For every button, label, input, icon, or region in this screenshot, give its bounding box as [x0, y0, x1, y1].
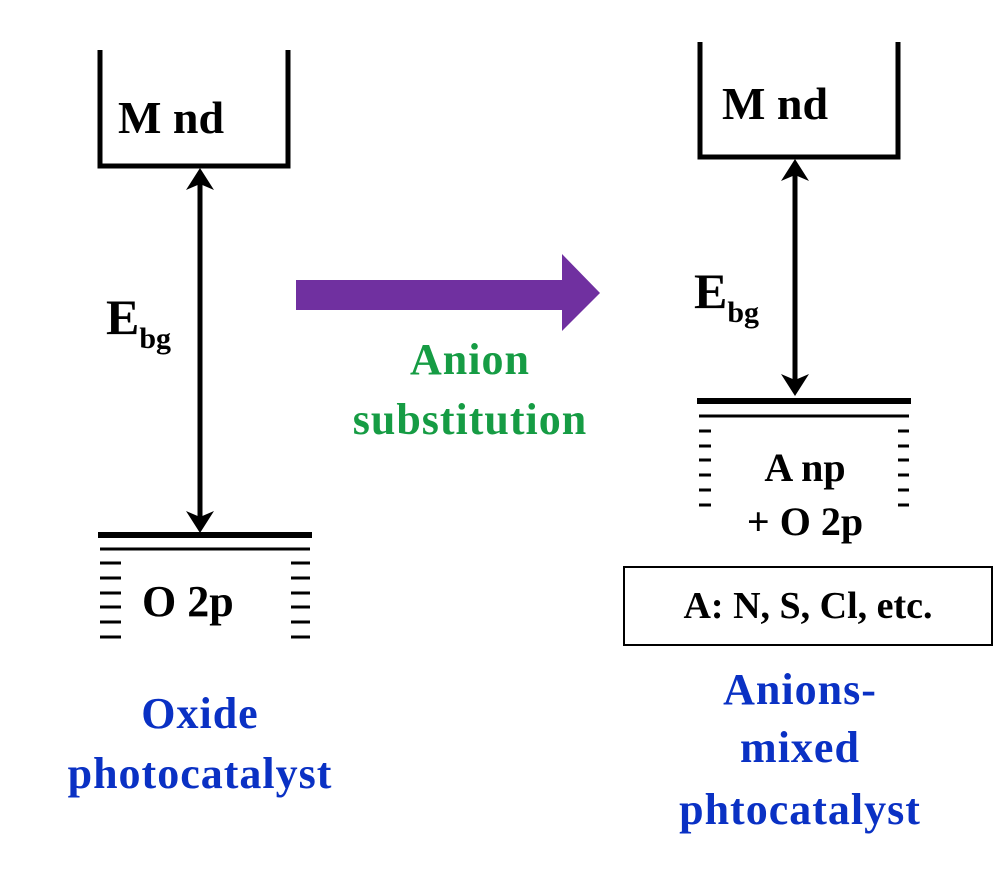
left-bandgap-subscript: bg: [139, 322, 172, 355]
right-conduction-band-label: M nd: [722, 78, 829, 129]
left-bandgap-symbol: E: [106, 289, 140, 345]
transition-label-line2: substitution: [352, 395, 588, 444]
right-valence-band-label-line1: A np: [764, 445, 846, 490]
left-valence-band-label: O 2p: [142, 577, 234, 626]
right-valence-dashes: [699, 429, 909, 507]
right-bandgap-arrowhead-up: [781, 159, 809, 181]
anion-examples-box: A: N, S, Cl, etc.: [623, 566, 993, 646]
left-conduction-band-bucket: [97, 50, 291, 169]
right-bandgap-arrowhead-down: [781, 374, 809, 396]
right-bandgap-symbol: E: [694, 263, 728, 319]
anion-substitution-arrow: [296, 254, 600, 331]
transition-label-line1: Anion: [410, 335, 530, 384]
right-bandgap-label: Ebg: [694, 263, 759, 328]
left-bandgap-arrowhead-up: [186, 168, 214, 190]
right-title-line1: Anions-: [723, 665, 877, 714]
right-bandgap-subscript: bg: [727, 296, 760, 329]
left-valence-dashes: [100, 561, 310, 639]
right-valence-band-label-line2: + O 2p: [746, 499, 864, 544]
left-conduction-band-label: M nd: [118, 92, 225, 143]
left-bandgap-arrowhead-down: [186, 511, 214, 533]
right-title-line3: phtocatalyst: [679, 785, 921, 834]
right-conduction-band-bucket: [697, 42, 901, 160]
left-title-line1: Oxide: [141, 689, 259, 738]
right-title-line2: mixed: [740, 723, 860, 772]
left-title-line2: photocatalyst: [67, 749, 333, 798]
anion-examples-label: A: N, S, Cl, etc.: [683, 585, 933, 627]
left-bandgap-label: Ebg: [106, 289, 171, 354]
